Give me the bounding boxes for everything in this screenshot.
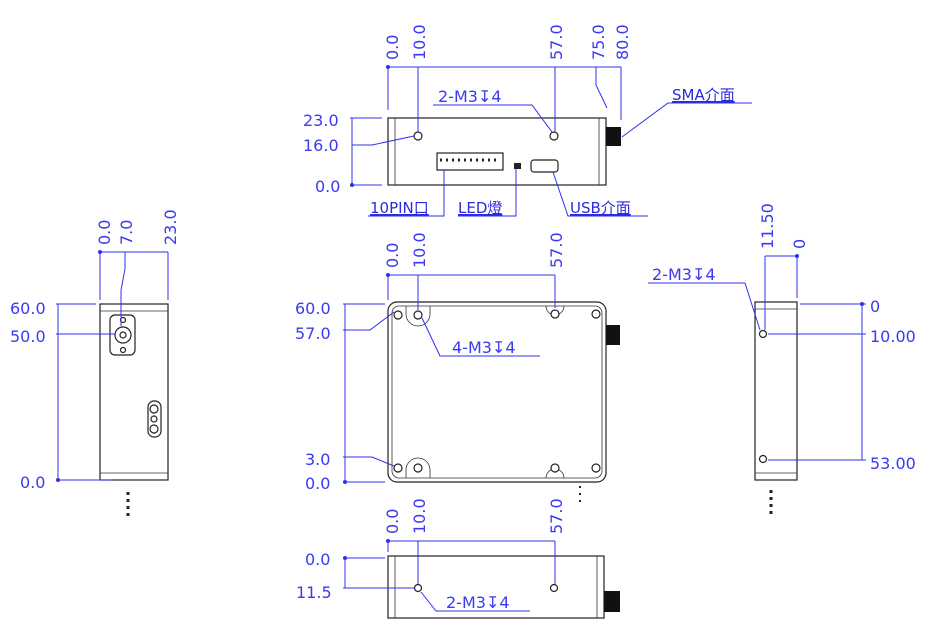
dim-label: 53.00 xyxy=(870,454,916,473)
usb-port xyxy=(530,159,559,173)
dim-label: 57.0 xyxy=(547,232,566,268)
led-indicator xyxy=(514,163,521,169)
top-view-body xyxy=(387,117,607,186)
mounting-hole xyxy=(413,131,423,141)
bottom-view-body xyxy=(387,555,605,619)
mounting-hole xyxy=(549,583,559,593)
dim-label: 0.0 xyxy=(20,473,45,492)
dim-label: 0.0 xyxy=(383,243,402,268)
dim-label: 0.0 xyxy=(305,474,330,493)
hole-callout: 4-M3↧4 xyxy=(452,338,516,357)
dim-label: 3.0 xyxy=(305,450,330,469)
dim-label: 11.5 xyxy=(296,583,332,602)
led-label: LED燈 xyxy=(458,199,502,217)
dim-label: 0.0 xyxy=(383,35,402,60)
10pin-label: 10PIN口 xyxy=(370,199,429,217)
dim-label: 11.50 xyxy=(758,203,777,249)
dim-label: 60.0 xyxy=(10,299,46,318)
right-view-body xyxy=(754,301,798,481)
mounting-hole xyxy=(549,131,559,141)
dim-label: 7.0 xyxy=(117,220,136,245)
dim-label: 0.0 xyxy=(305,550,330,569)
sma-connector xyxy=(606,325,620,345)
mounting-hole xyxy=(758,329,768,339)
dim-label: 10.0 xyxy=(410,24,429,60)
mounting-hole xyxy=(413,583,423,593)
dim-label: 0.0 xyxy=(95,220,114,245)
dim-label: 60.0 xyxy=(295,299,331,318)
dim-label: 10.00 xyxy=(870,327,916,346)
mounting-holes xyxy=(393,309,601,473)
dim-label: 75.0 xyxy=(589,24,608,60)
dim-label: 0.0 xyxy=(315,177,340,196)
dim-label: 0 xyxy=(870,297,880,316)
dim-label: 23.0 xyxy=(303,111,339,130)
usb-label: USB介面 xyxy=(570,199,631,217)
dim-label: 57.0 xyxy=(547,24,566,60)
front-view: 0.0 10.0 57.0 60.0 57.0 3.0 0.0 4-M3↧4 xyxy=(295,232,620,505)
right-side-view: 11.50 0 2-M3↧4 0 10.00 53.00 xyxy=(648,203,916,518)
dim-label: 23.0 xyxy=(161,209,180,245)
hole-callout: 2-M3↧4 xyxy=(652,265,716,284)
sma-label: SMA介面 xyxy=(672,86,735,104)
dim-label: 10.0 xyxy=(410,498,429,534)
bottom-view: 0.0 10.0 57.0 0.0 11.5 2-M3↧4 xyxy=(296,498,620,619)
dim-label: 57.0 xyxy=(547,498,566,534)
dim-label: 10.0 xyxy=(410,232,429,268)
front-view-body xyxy=(387,301,607,483)
hole-callout: 2-M3↧4 xyxy=(438,87,502,106)
dim-label: 16.0 xyxy=(303,136,339,155)
dim-label: 0.0 xyxy=(383,509,402,534)
mounting-hole xyxy=(758,454,768,464)
sma-connector xyxy=(606,127,621,146)
dim-label: 50.0 xyxy=(10,327,46,346)
dim-label: 80.0 xyxy=(613,24,632,60)
top-view: 0.0 10.0 57.0 75.0 80.0 23.0 16.0 0.0 2-… xyxy=(303,24,752,217)
hole-callout: 2-M3↧4 xyxy=(446,593,510,612)
left-side-view: 0.0 7.0 23.0 60.0 50.0 0.0 xyxy=(10,209,180,518)
dim-label: 0 xyxy=(790,239,809,249)
dim-label: 57.0 xyxy=(295,324,331,343)
sma-connector xyxy=(604,591,620,612)
